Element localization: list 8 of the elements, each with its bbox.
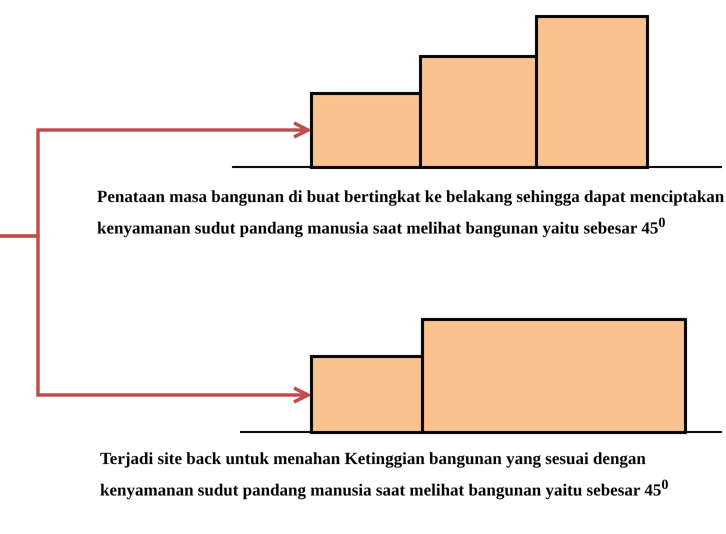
building-block: [535, 15, 649, 169]
building-block: [419, 55, 538, 169]
description-text: Terjadi site back untuk menahan Ketinggian bangunan yang sesuai dengan kenyamanan sudut pandang manusia saat melihat bangunan yaitu sebesar 45$^{0}$: [100, 448, 670, 502]
bracket-arrow: [0, 234, 310, 404]
building-block: [310, 355, 424, 434]
building-block: [421, 318, 687, 434]
description-text: Penataan masa bangunan di buat bertingkat ke belakang sehingga dapat menciptakan kenyamanan sudut pandang manusia saat melihat bangunan yaitu sebesar 45$^{0}$: [97, 186, 725, 240]
building-block: [310, 92, 422, 169]
